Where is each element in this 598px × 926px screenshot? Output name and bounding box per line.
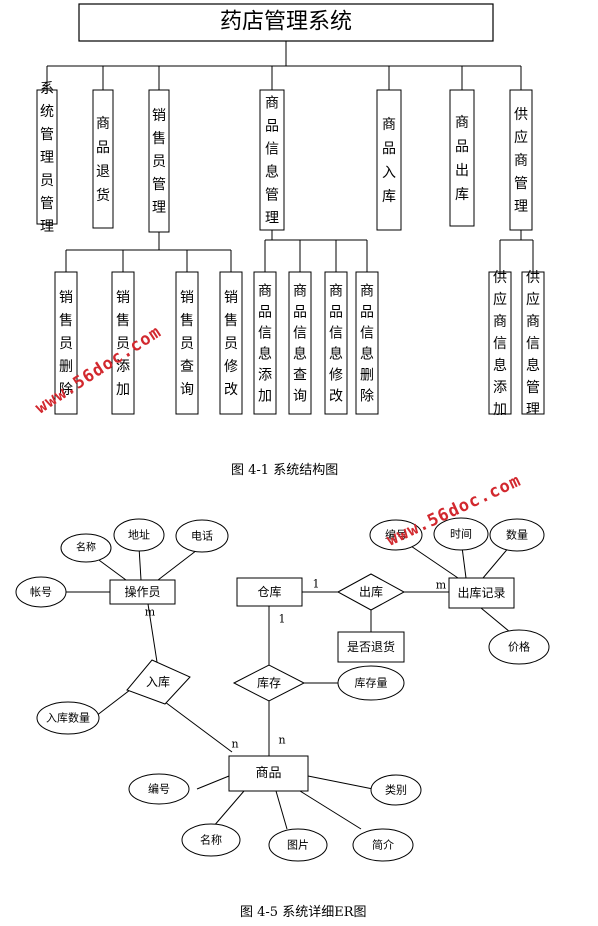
attr-record-time-label: 时间 bbox=[450, 528, 472, 541]
module-4 bbox=[259, 89, 285, 231]
module-7-child-1 bbox=[488, 271, 512, 415]
entity-goods-label: 商品 bbox=[255, 766, 281, 781]
module-4-child-2-label: 商品信息查询 bbox=[293, 284, 307, 405]
rel-outbound-label: 出库 bbox=[359, 584, 383, 599]
module-1 bbox=[36, 89, 58, 225]
module-7 bbox=[509, 89, 533, 231]
attr-goods-image bbox=[268, 828, 328, 862]
rel-inbound bbox=[126, 659, 191, 705]
entity-operator-label: 操作员 bbox=[124, 584, 160, 599]
attr-goods-id-label: 编号 bbox=[148, 782, 170, 796]
root-title: 药店管理系统 bbox=[220, 10, 352, 35]
attr-record-price-label: 价格 bbox=[508, 640, 530, 654]
module-3-child-1-label: 销售员删除 bbox=[59, 290, 73, 398]
attr-goods-intro-label: 简介 bbox=[372, 838, 394, 852]
attr-is-return-box-label: 是否退货 bbox=[347, 639, 395, 654]
module-4-child-2 bbox=[288, 271, 312, 415]
attr-goods-category-label: 类别 bbox=[385, 783, 407, 797]
structure-caption: 图 4-1 系统结构图 bbox=[231, 463, 339, 478]
entity-operator bbox=[109, 579, 176, 605]
module-6-label: 商品出库 bbox=[455, 115, 469, 203]
attr-record-time bbox=[433, 517, 489, 551]
attr-is-return-box bbox=[337, 631, 405, 663]
card-warehouse-outbound: 1 bbox=[313, 578, 320, 591]
card-inbound-goods: n bbox=[231, 738, 238, 751]
entity-outbound-record bbox=[448, 577, 515, 609]
attr-operator-account bbox=[15, 576, 67, 608]
module-2-label: 商品退货 bbox=[96, 116, 110, 204]
attr-record-price bbox=[488, 629, 550, 665]
module-7-child-1-label: 供应商信息添加 bbox=[493, 270, 507, 418]
module-3 bbox=[148, 89, 170, 233]
attr-stock-qty bbox=[337, 665, 405, 701]
attr-operator-address bbox=[113, 518, 165, 552]
card-operator-inbound: m bbox=[145, 606, 156, 619]
entity-goods bbox=[228, 755, 309, 792]
attr-record-qty-label: 数量 bbox=[506, 529, 528, 542]
watermark-1: www.56doc.com bbox=[32, 322, 165, 418]
attr-operator-phone bbox=[175, 519, 229, 553]
card-outbound-record: m bbox=[436, 579, 447, 592]
module-7-child-2-label: 供应商信息管理 bbox=[526, 270, 540, 418]
attr-record-id bbox=[369, 519, 423, 551]
module-5-label: 商品入库 bbox=[382, 117, 396, 205]
module-7-label: 供应商管理 bbox=[514, 107, 528, 215]
module-3-child-2 bbox=[111, 271, 135, 415]
attr-operator-account-label: 帐号 bbox=[30, 586, 52, 599]
attr-goods-name bbox=[181, 823, 241, 857]
module-4-child-3 bbox=[324, 271, 348, 415]
rel-stock bbox=[232, 664, 306, 702]
diagram-shapes: 药店管理系统系统管理员管理商品退货销售员管理商品信息管理商品入库商品出库供应商管… bbox=[15, 3, 550, 862]
entity-warehouse bbox=[236, 577, 303, 607]
module-7-child-2 bbox=[521, 271, 545, 415]
module-2 bbox=[92, 89, 114, 229]
module-4-child-4-label: 商品信息删除 bbox=[360, 284, 374, 405]
module-6 bbox=[449, 89, 475, 227]
card-stock-goods: n bbox=[278, 734, 285, 747]
attr-record-id-label: 编号 bbox=[385, 528, 407, 542]
module-4-child-1 bbox=[253, 271, 277, 415]
attr-goods-intro bbox=[352, 828, 414, 862]
module-3-child-3-label: 销售员查询 bbox=[180, 290, 194, 398]
attr-stock-qty-label: 库存量 bbox=[355, 676, 388, 690]
module-3-child-4 bbox=[219, 271, 243, 415]
module-3-child-4-label: 销售员修改 bbox=[224, 290, 238, 398]
root-box bbox=[78, 3, 494, 42]
rel-stock-label: 库存 bbox=[257, 675, 281, 690]
attr-goods-id bbox=[128, 773, 190, 805]
module-5 bbox=[376, 89, 402, 231]
er-caption: 图 4-5 系统详细ER图 bbox=[240, 905, 367, 920]
module-4-child-4 bbox=[355, 271, 379, 415]
connector-lines bbox=[46, 41, 534, 830]
card-warehouse-stock: 1 bbox=[279, 613, 286, 626]
module-4-label: 商品信息管理 bbox=[265, 96, 279, 227]
module-3-child-3 bbox=[175, 271, 199, 415]
attr-goods-image-label: 图片 bbox=[287, 839, 309, 852]
module-4-child-3-label: 商品信息修改 bbox=[329, 284, 343, 405]
attr-goods-name-label: 名称 bbox=[200, 833, 222, 847]
module-3-child-1 bbox=[54, 271, 78, 415]
module-3-label: 销售员管理 bbox=[152, 108, 166, 216]
entity-outbound-record-label: 出库记录 bbox=[457, 585, 505, 600]
module-3-child-2-label: 销售员添加 bbox=[116, 290, 130, 398]
attr-goods-category bbox=[370, 774, 422, 806]
module-4-child-1-label: 商品信息添加 bbox=[258, 284, 272, 405]
attr-record-qty bbox=[489, 518, 545, 552]
attr-inbound-qty-label: 入库数量 bbox=[46, 712, 90, 725]
module-1-label: 系统管理员管理 bbox=[40, 81, 54, 235]
rel-outbound bbox=[336, 573, 406, 611]
attr-operator-address-label: 地址 bbox=[128, 528, 150, 542]
attr-operator-phone-label: 电话 bbox=[191, 530, 213, 543]
attr-operator-name-label: 名称 bbox=[76, 541, 96, 554]
attr-inbound-qty bbox=[36, 701, 100, 735]
attr-operator-name bbox=[60, 533, 112, 563]
rel-inbound-label: 入库 bbox=[146, 674, 170, 689]
entity-warehouse-label: 仓库 bbox=[257, 584, 281, 599]
